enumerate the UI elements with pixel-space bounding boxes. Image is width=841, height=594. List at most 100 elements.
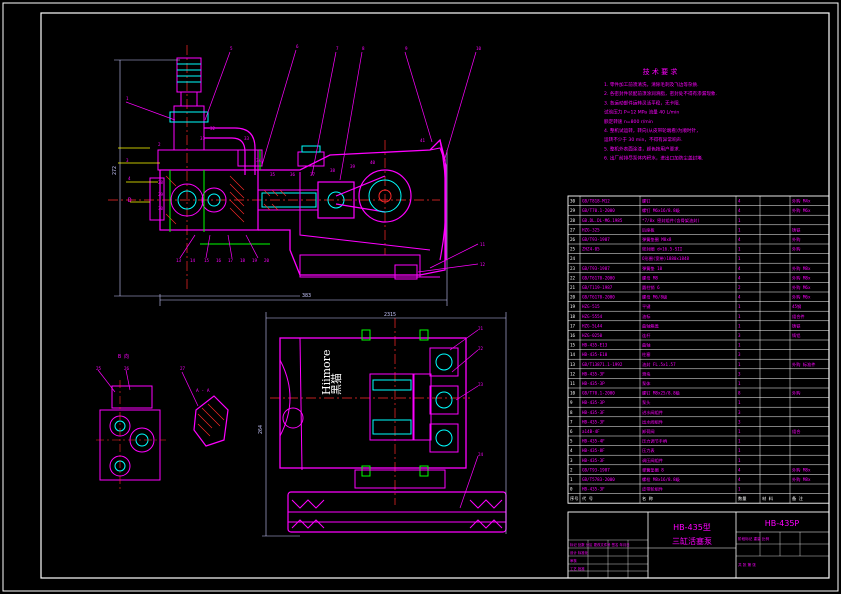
balloon-label: 3 [126, 158, 129, 163]
parts-cell: GB/T93-1987 [582, 467, 610, 472]
sign-row-1: 标记 处数 分区 更改文件号 签名 年月日 [570, 542, 630, 547]
parts-cell: HB-435-8F [582, 448, 605, 453]
parts-cell: a14B-4F [582, 429, 600, 434]
balloon-label: 14 [190, 258, 196, 263]
parts-cell: 24 [570, 256, 576, 261]
tech-req-line: 1. 零件加工前须清洗，清除毛刺及飞边等杂质. [604, 81, 699, 88]
tech-req-line: 试验压力 P=12 MPa 流量 40 L/min [604, 109, 679, 116]
balloon-label: 17 [228, 258, 234, 263]
parts-cell: 4 [738, 199, 741, 204]
parts-cell: GB/T13871.1-1992 [582, 362, 623, 367]
parts-cell: 1 [738, 227, 741, 232]
parts-cell: 螺钉 [642, 198, 651, 205]
tech-requirements: 技 术 要 求 1. 零件加工前须清洗，清除毛刺及飞边等杂质.2. 各密封件装配… [604, 67, 717, 162]
balloon-label: 28 [158, 180, 164, 185]
parts-cell: HB-435-3P [582, 400, 605, 405]
parts-cell: 4 [738, 237, 741, 242]
parts-cell: 4 [738, 266, 741, 271]
parts-cell: 13 [570, 362, 576, 367]
parts-cell: 7 [570, 419, 573, 424]
parts-cell: 外购 M4x [792, 198, 811, 205]
balloon-label: 16 [216, 258, 222, 263]
scale-label: 阶段标记 重量 比例 [738, 536, 769, 541]
parts-cell: HB-435-E13 [582, 343, 608, 348]
parts-cell: GB/T6170-2000 [582, 295, 615, 300]
parts-cell: GB/T6170-2000 [582, 275, 615, 280]
parts-cell: 10 [570, 391, 576, 396]
balloon-label: 15 [204, 258, 210, 263]
dimension-labels: 272 383 2315 264 D B 向 A - A 黑猫 Hiimore [112, 166, 396, 434]
parts-cell: 6 [570, 429, 573, 434]
balloon-label: 22 [478, 346, 484, 351]
tech-req-line: 4. 整机试运转，转向(从皮带轮端看)为顺时针， [604, 127, 701, 134]
parts-header-cell: 备 注 [792, 495, 804, 502]
balloon-label: 34 [256, 158, 262, 163]
product-title: 三缸活塞泵 [672, 536, 712, 546]
parts-cell: 1 [570, 477, 573, 482]
parts-cell: 曲轴 [642, 342, 650, 349]
balloon-label: 21 [478, 326, 484, 331]
view-b-label: B 向 [118, 353, 129, 360]
parts-cell: 19 [570, 304, 576, 309]
parts-cell: 弹簧垫 10 [642, 265, 663, 272]
parts-cell: GB/T5783-2000 [582, 477, 615, 482]
parts-cell: 外购 [792, 236, 800, 243]
parts-cell: 后座板 [642, 226, 655, 233]
balloon-label: 35 [270, 172, 276, 177]
parts-cell: 外购 M8x [792, 274, 811, 281]
drawing-number: HB-435P [765, 519, 800, 528]
parts-cell: 外购 标准件 [792, 361, 815, 368]
parts-cell: 1 [738, 304, 741, 309]
balloon-label: 25 [96, 366, 102, 371]
parts-cell: 2 [570, 467, 573, 472]
parts-cell: 25 [570, 247, 576, 252]
parts-cell: 1 [738, 323, 741, 328]
parts-cell: 1 [738, 381, 741, 386]
parts-cell: HZG-515 [582, 304, 600, 309]
parts-cell: 14 [570, 352, 576, 357]
parts-cell: 铸铁 [792, 226, 801, 233]
parts-cell: GB/T93-1987 [582, 237, 610, 242]
parts-cell: HZG-0250 [582, 333, 603, 338]
parts-cell: HZG-5554 [582, 314, 603, 319]
parts-cell: 铸铝 [792, 332, 800, 339]
sign-row-4: 工艺 批准 [570, 566, 585, 571]
parts-cell: 22 [570, 275, 576, 280]
parts-cell: 卸荷阀 [642, 428, 655, 435]
parts-cell: 螺钉 M6x16/8.8级 [642, 207, 681, 214]
parts-header-cell: 数量 [738, 495, 746, 502]
parts-cell: 外购 [792, 390, 800, 397]
parts-cell: 进水阀组件 [642, 409, 663, 416]
brand-chinese: 黑猫 [330, 373, 343, 395]
parts-cell: 外购 M8x [792, 265, 811, 272]
balloon-label: 29 [158, 192, 164, 197]
balloon-label: 9 [405, 46, 408, 51]
sign-row-3: 审核 [570, 558, 577, 563]
parts-cell: 柱塞 [642, 351, 651, 358]
tech-req-line: 运转不少于 30 min，不得有异常响声. [604, 136, 683, 143]
product-name: HB-435型 [673, 523, 711, 532]
parts-cell: 30 [570, 199, 576, 204]
parts-cell: 螺母 M6/8级 [642, 294, 668, 301]
balloon-label: 10 [476, 46, 482, 51]
parts-cell: 油封 FL.5x1.57 [642, 361, 676, 368]
balloon-label: 38 [330, 168, 336, 173]
parts-cell: 29 [570, 208, 576, 213]
parts-cell: HB-435-3F [582, 371, 605, 376]
parts-cell: HZG-325 [582, 227, 600, 232]
balloon-label: 32 [210, 126, 216, 131]
parts-cell: 弹簧垫圈 M8x8 [642, 236, 672, 243]
parts-cell: 泵头 [642, 399, 650, 406]
parts-cell: 1 [738, 256, 741, 261]
parts-cell: 4 [738, 477, 741, 482]
parts-cell: HB-435-3F [582, 419, 605, 424]
parts-cell: 油标 [642, 313, 650, 320]
parts-cell: O形圈(宽带)1880x1848 [642, 255, 689, 262]
parts-cell: 曲轴箱盖 [642, 322, 659, 329]
parts-cell: 21 [570, 285, 576, 290]
parts-cell: 外购 M6x [792, 284, 811, 291]
parts-cell: 螺母 M8 [642, 274, 658, 281]
